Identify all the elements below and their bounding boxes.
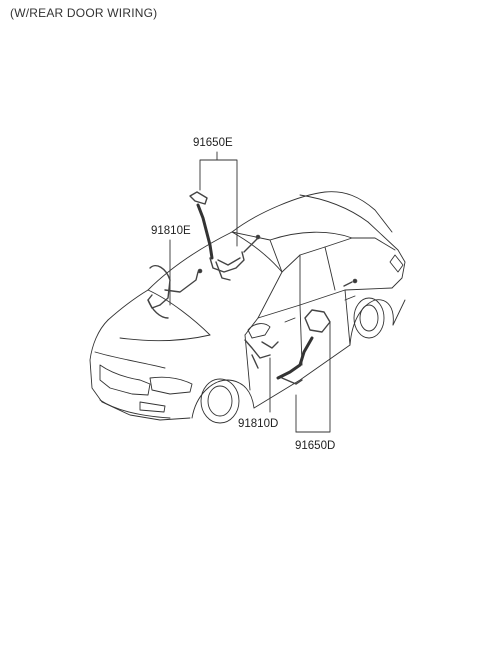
harness-91810D (244, 339, 279, 369)
leader-lines (169, 151, 331, 433)
label-91810E: 91810E (151, 225, 191, 237)
label-91650D: 91650D (295, 440, 336, 452)
harness-91810E (147, 264, 203, 319)
car-body (89, 191, 406, 424)
diagram-caption: (W/REAR DOOR WIRING) (10, 6, 158, 20)
label-91650E: 91650E (193, 137, 233, 149)
harness-91650D (276, 278, 358, 385)
harness-91650E (189, 191, 261, 281)
label-91810D: 91810D (238, 418, 279, 430)
